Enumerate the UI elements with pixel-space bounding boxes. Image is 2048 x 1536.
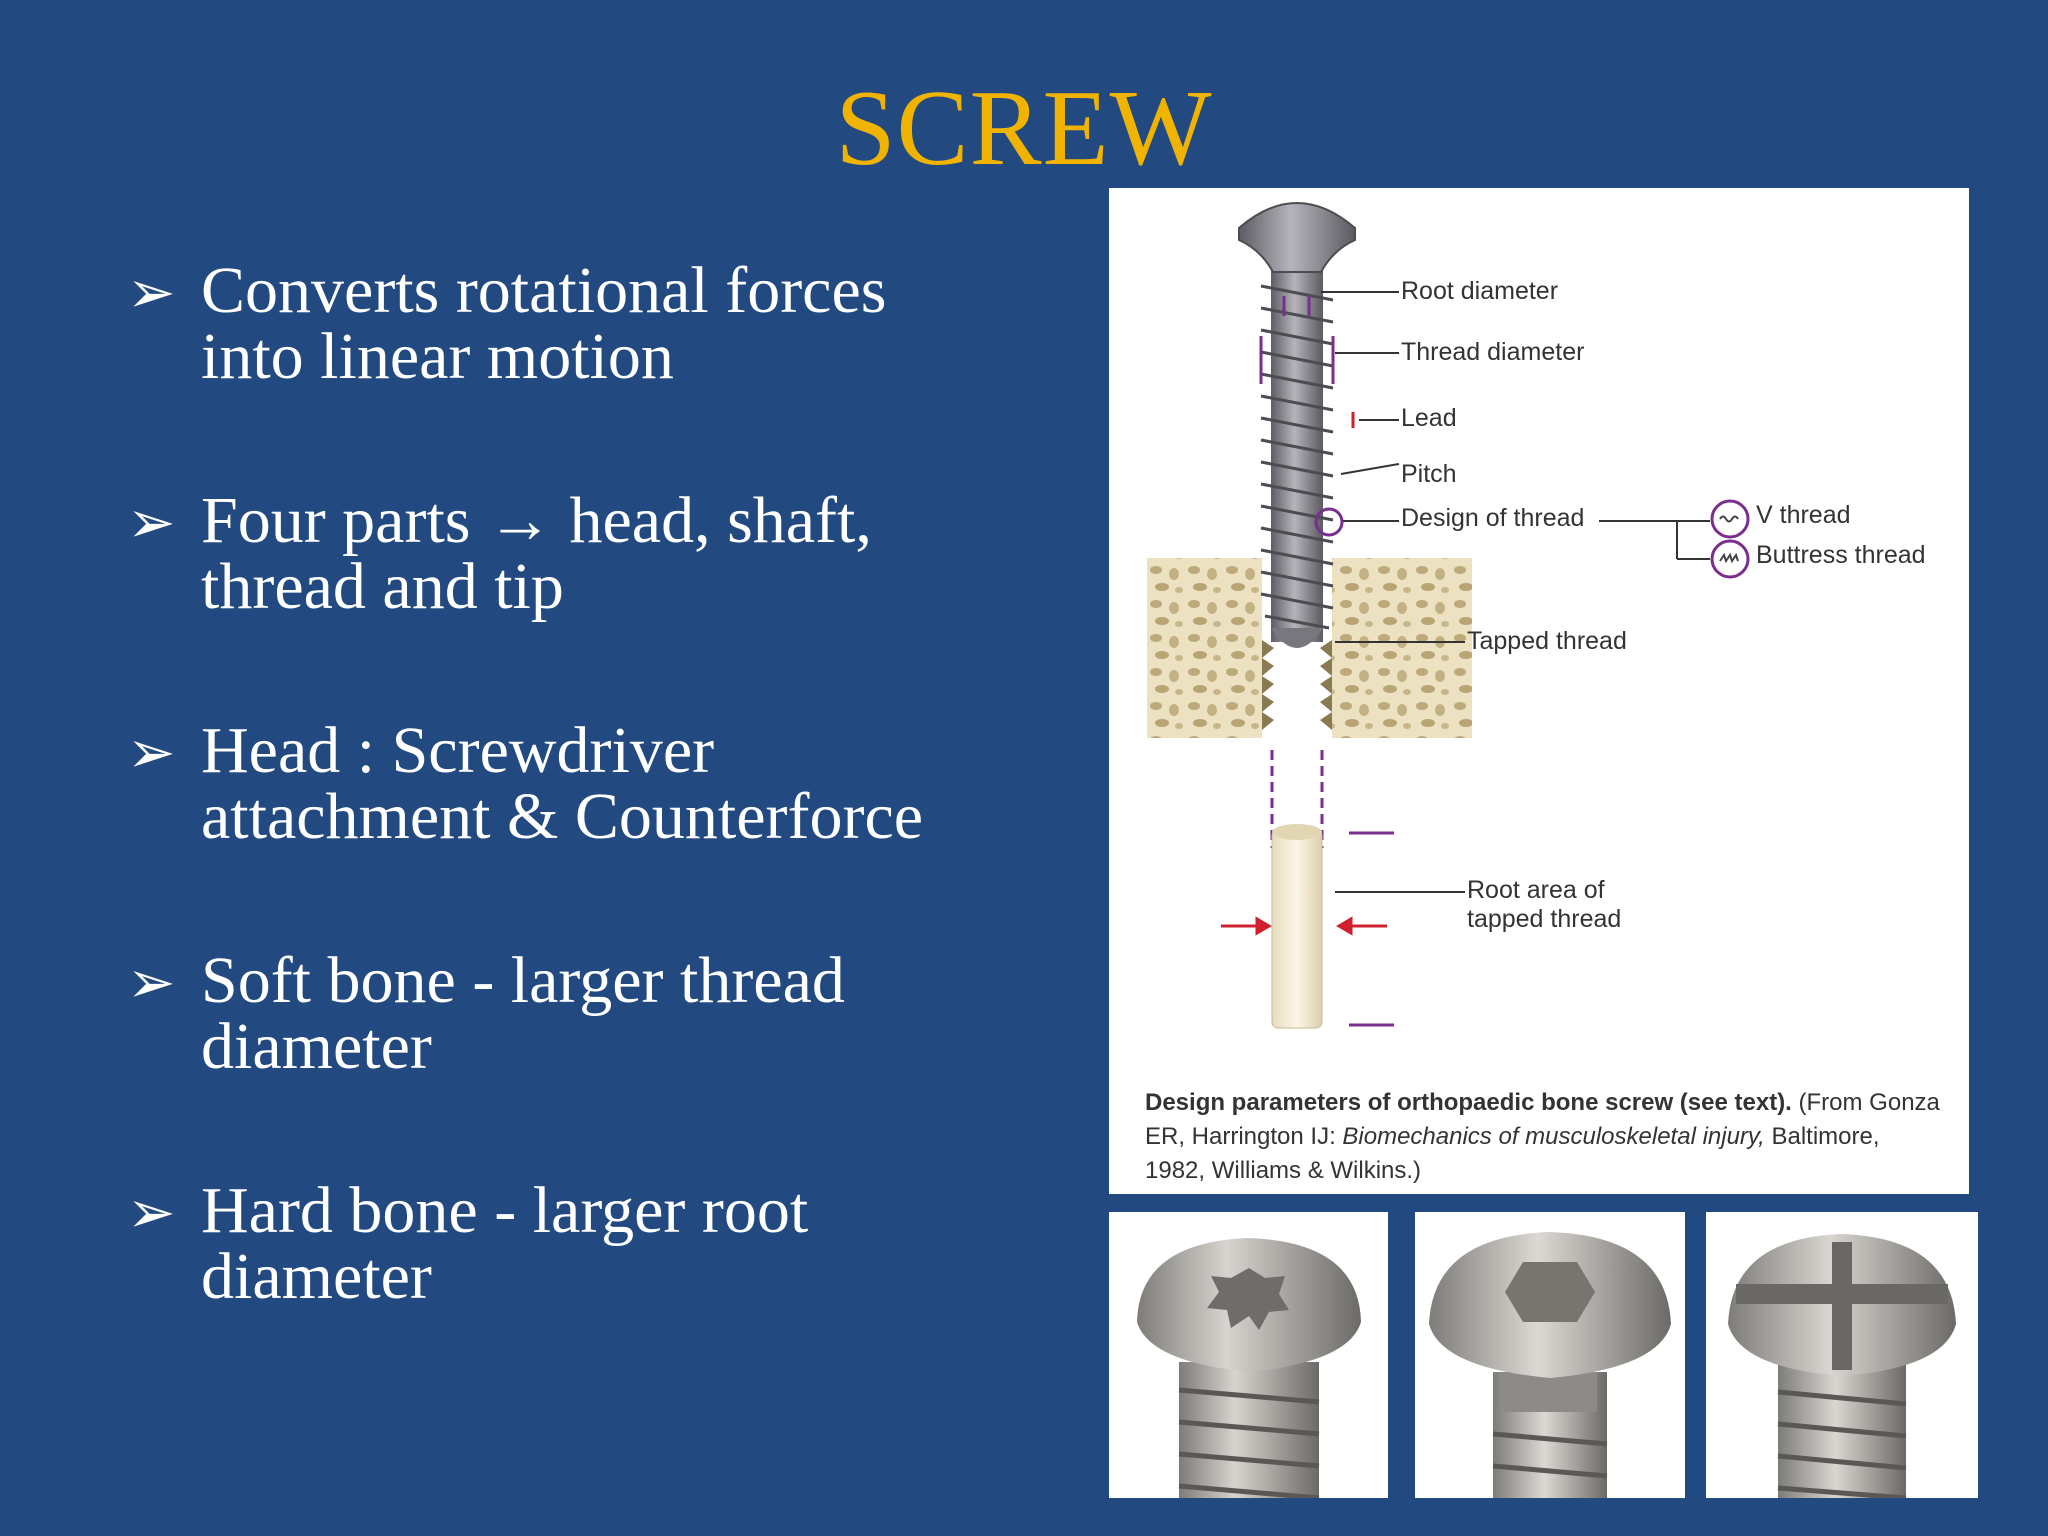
- label-v-thread: V thread: [1756, 501, 1851, 529]
- photo-hexalobular-head-screw: [1109, 1212, 1388, 1498]
- screw-diagram-illustration: [1147, 202, 1750, 1029]
- bullet-item: ➢ Four parts → head, shaft, thread and t…: [125, 488, 1015, 718]
- bullet-text-line: thread and tip: [201, 550, 564, 623]
- label-pitch: Pitch: [1401, 460, 1457, 488]
- screw-shaft: [1271, 270, 1323, 642]
- bullet-item: ➢ Head : Screwdriver attachment & Counte…: [125, 718, 1015, 948]
- bullet-text-line: attachment & Counterforce: [201, 780, 924, 853]
- caption-source-end: Baltimore, 1982, Williams & Wilkins.): [1145, 1123, 1880, 1184]
- bullet-item: ➢ Soft bone - larger thread diameter: [125, 948, 1015, 1178]
- photo-cruciate-head-screw: [1706, 1212, 1978, 1498]
- bullet-text-line: into linear motion: [201, 320, 674, 393]
- label-tapped-thread: Tapped thread: [1467, 627, 1627, 655]
- label-lead: Lead: [1401, 404, 1457, 432]
- caption-bold: Design parameters of orthopaedic bone sc…: [1145, 1089, 1792, 1116]
- label-design-of-thread: Design of thread: [1401, 504, 1585, 532]
- bullet-text-line: Soft bone - larger thread: [201, 944, 845, 1017]
- label-root-diameter: Root diameter: [1401, 277, 1559, 305]
- label-root-area-line2: tapped thread: [1467, 905, 1622, 933]
- bullet-text-line: Head : Screwdriver: [201, 714, 715, 787]
- bullet-arrow-icon: ➢: [127, 720, 176, 785]
- caption-source-title: Biomechanics of musculoskeletal injury,: [1342, 1123, 1765, 1150]
- bullet-text-line: Hard bone - larger root: [201, 1174, 809, 1247]
- bullet-list: ➢ Converts rotational forces into linear…: [125, 258, 1015, 1408]
- slide-title: SCREW: [835, 69, 1213, 188]
- screw-diagram-figure: Root diameter Thread diameter Lead Pitch…: [1109, 188, 1969, 1194]
- bullet-arrow-icon: ➢: [127, 950, 176, 1015]
- screw-head: [1238, 202, 1356, 273]
- bullet-arrow-icon: ➢: [127, 1180, 176, 1245]
- figure-caption: Design parameters of orthopaedic bone sc…: [1145, 1086, 1945, 1188]
- label-buttress-thread: Buttress thread: [1756, 541, 1926, 569]
- bullet-text-line: Four parts → head, shaft,: [201, 484, 872, 557]
- caption-source-start: (From Gonza ER, Harrington IJ:: [1145, 1089, 1940, 1150]
- label-root-area-line1: Root area of: [1467, 876, 1605, 904]
- photo-hexagonal-head-screw: [1415, 1212, 1685, 1498]
- label-thread-diameter: Thread diameter: [1401, 338, 1585, 366]
- bullet-item: ➢ Hard bone - larger root diameter: [125, 1178, 1015, 1408]
- bullet-text-line: diameter: [201, 1240, 432, 1313]
- bullet-arrow-icon: ➢: [127, 490, 176, 555]
- bullet-text-line: diameter: [201, 1010, 432, 1083]
- root-area-cylinder: [1271, 829, 1323, 1029]
- bullet-item: ➢ Converts rotational forces into linear…: [125, 258, 1015, 488]
- bullet-text-line: Converts rotational forces: [201, 254, 887, 327]
- bullet-arrow-icon: ➢: [127, 260, 176, 325]
